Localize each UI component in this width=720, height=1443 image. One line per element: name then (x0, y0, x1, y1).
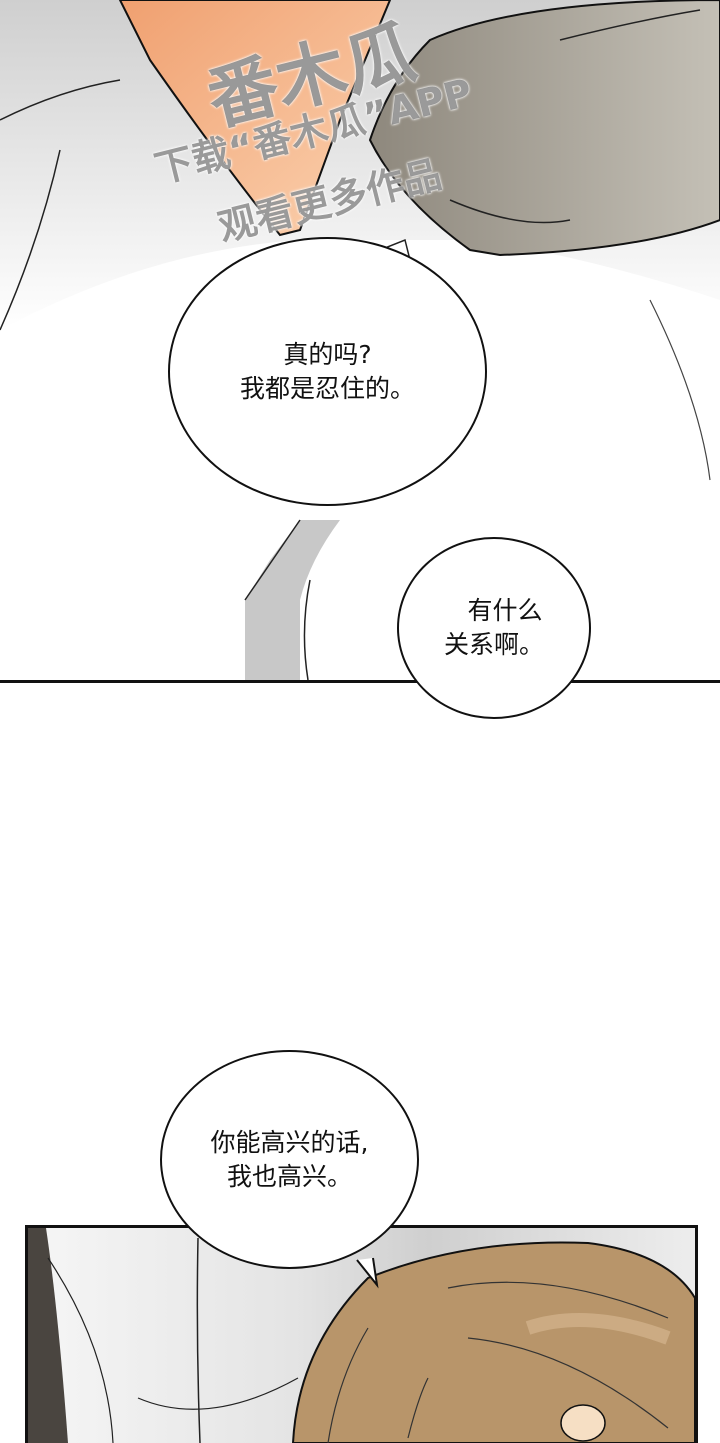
bubble-3-line-2: 我也高兴。 (226, 1161, 352, 1191)
bubble-2-line-1: 有什么 (467, 596, 543, 625)
bubble-1-line-2: 我都是忍住的。 (239, 373, 415, 403)
bubble-2-line-2: 关系啊。 (443, 630, 544, 659)
bubble-3-line-1: 你能高兴的话, (210, 1127, 369, 1157)
speech-bubble-1: 真的吗? 我都是忍住的。 (168, 237, 487, 506)
bubble-3-tail (356, 1257, 379, 1289)
speech-bubble-2: 有什么 关系啊。 (397, 537, 591, 719)
bubble-1-line-1: 真的吗? (283, 339, 372, 369)
comic-panel-top: 番木瓜 下载“番木瓜”APP 观看更多作品 真的吗? 我都是忍住的。 (0, 0, 720, 682)
panel-artwork-hands (0, 0, 720, 681)
panel-divider (0, 680, 720, 683)
speech-bubble-3: 你能高兴的话, 我也高兴。 (160, 1050, 419, 1269)
